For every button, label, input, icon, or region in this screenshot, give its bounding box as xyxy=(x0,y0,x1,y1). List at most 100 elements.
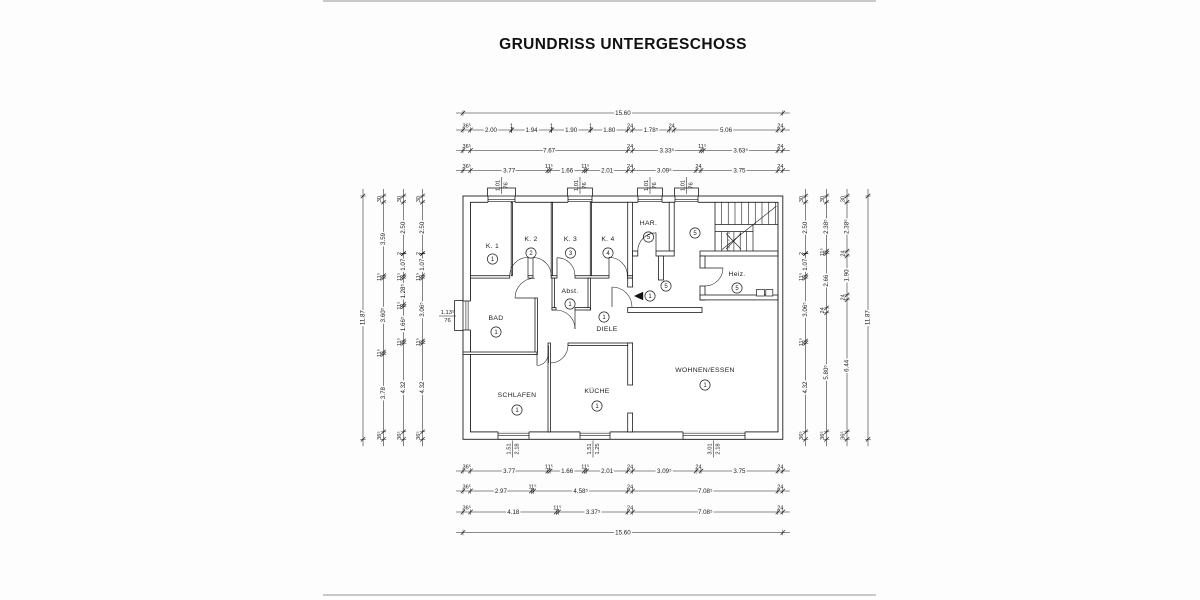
svg-text:1: 1 xyxy=(550,123,553,129)
svg-text:3.75: 3.75 xyxy=(733,468,746,475)
svg-text:2: 2 xyxy=(416,252,422,255)
svg-text:36⁵: 36⁵ xyxy=(462,163,471,170)
svg-text:1.01: 1.01 xyxy=(496,180,502,191)
svg-text:2: 2 xyxy=(799,252,805,255)
dim-bottom-overall: 15.60 xyxy=(456,528,790,538)
svg-text:2.18: 2.18 xyxy=(716,443,722,454)
svg-text:15.60: 15.60 xyxy=(615,110,631,117)
svg-text:1.90: 1.90 xyxy=(565,127,578,134)
svg-text:24: 24 xyxy=(777,484,783,490)
svg-text:30: 30 xyxy=(799,196,805,202)
svg-text:11⁵: 11⁵ xyxy=(545,163,553,170)
svg-text:1.28⁵: 1.28⁵ xyxy=(400,284,407,299)
svg-text:76: 76 xyxy=(652,182,658,188)
svg-text:6.44: 6.44 xyxy=(844,359,851,372)
svg-text:1.07: 1.07 xyxy=(419,258,426,271)
svg-text:30: 30 xyxy=(377,196,383,202)
walls xyxy=(462,195,784,440)
svg-text:1.25: 1.25 xyxy=(595,443,601,454)
svg-text:24: 24 xyxy=(820,307,826,313)
svg-text:Abst.: Abst. xyxy=(562,288,579,295)
svg-text:76: 76 xyxy=(689,182,695,188)
svg-text:K. 3: K. 3 xyxy=(564,236,577,243)
dim-left-overall: 11.87 xyxy=(358,189,368,447)
svg-text:24: 24 xyxy=(627,464,633,470)
svg-text:SCHLAFEN: SCHLAFEN xyxy=(498,392,537,399)
svg-text:1.07: 1.07 xyxy=(400,258,407,271)
svg-text:76: 76 xyxy=(504,182,510,188)
svg-text:BAD: BAD xyxy=(489,315,504,322)
svg-text:5: 5 xyxy=(735,286,739,292)
svg-text:36⁵: 36⁵ xyxy=(376,431,383,440)
svg-text:4.58⁵: 4.58⁵ xyxy=(573,488,588,495)
svg-text:1.80: 1.80 xyxy=(603,127,616,134)
svg-text:2.00: 2.00 xyxy=(485,127,498,134)
room-label-har: HAR. 5 xyxy=(640,220,657,243)
svg-text:11.87: 11.87 xyxy=(865,310,872,326)
svg-text:5: 5 xyxy=(664,284,668,290)
svg-text:30: 30 xyxy=(840,196,846,202)
svg-text:24: 24 xyxy=(840,294,846,300)
svg-text:1: 1 xyxy=(491,257,495,263)
svg-text:2: 2 xyxy=(529,251,533,257)
svg-text:3.60⁵: 3.60⁵ xyxy=(380,307,387,322)
svg-text:3.63⁵: 3.63⁵ xyxy=(733,148,748,155)
svg-text:24: 24 xyxy=(669,123,675,129)
svg-text:1.07: 1.07 xyxy=(802,258,809,271)
svg-text:36⁵: 36⁵ xyxy=(819,431,826,440)
svg-text:2.50: 2.50 xyxy=(419,221,426,234)
room-label-k3: K. 33 xyxy=(564,236,577,259)
svg-text:24: 24 xyxy=(627,164,633,170)
svg-text:2.50: 2.50 xyxy=(802,221,809,234)
svg-text:4.32: 4.32 xyxy=(400,381,407,394)
svg-text:11⁵: 11⁵ xyxy=(528,483,536,490)
svg-text:1.90: 1.90 xyxy=(844,269,851,282)
svg-text:11⁵: 11⁵ xyxy=(798,338,805,346)
svg-text:4.32: 4.32 xyxy=(419,381,426,394)
svg-text:11⁵: 11⁵ xyxy=(376,349,383,357)
svg-text:1: 1 xyxy=(568,302,572,308)
svg-text:1: 1 xyxy=(510,123,513,129)
svg-text:76: 76 xyxy=(582,182,588,188)
svg-text:11⁵: 11⁵ xyxy=(376,273,383,281)
sheet-edge-bottom xyxy=(323,594,876,596)
svg-text:KÜCHE: KÜCHE xyxy=(584,387,609,395)
svg-text:2.38⁵: 2.38⁵ xyxy=(823,219,830,234)
room-label-entry: 1 xyxy=(644,290,656,302)
svg-text:11⁵: 11⁵ xyxy=(396,338,403,346)
svg-text:HAR.: HAR. xyxy=(640,220,657,227)
svg-text:WOHNEN/ESSEN: WOHNEN/ESSEN xyxy=(675,367,735,374)
svg-text:36⁵: 36⁵ xyxy=(462,122,471,129)
room-label-bad: BAD 1 xyxy=(489,315,504,338)
svg-text:24: 24 xyxy=(777,144,783,150)
svg-text:K. 4: K. 4 xyxy=(601,236,614,243)
svg-text:K. 2: K. 2 xyxy=(524,236,537,243)
svg-text:36⁵: 36⁵ xyxy=(462,143,471,150)
svg-text:24: 24 xyxy=(840,250,846,256)
svg-text:1: 1 xyxy=(494,330,498,336)
svg-text:11⁵: 11⁵ xyxy=(415,338,422,346)
svg-text:36⁵: 36⁵ xyxy=(798,431,805,440)
doors xyxy=(509,232,724,366)
svg-text:15.60: 15.60 xyxy=(615,530,631,537)
svg-text:11⁵: 11⁵ xyxy=(698,143,706,150)
svg-text:DIELE: DIELE xyxy=(596,326,617,333)
svg-text:1.66⁵: 1.66⁵ xyxy=(400,316,407,331)
svg-text:3.09⁵: 3.09⁵ xyxy=(657,168,672,175)
svg-text:5: 5 xyxy=(647,235,651,241)
svg-text:11⁵: 11⁵ xyxy=(396,273,403,281)
svg-text:5.80⁵: 5.80⁵ xyxy=(823,365,830,380)
svg-text:4: 4 xyxy=(606,251,610,257)
room-label-k4: K. 4 4 xyxy=(601,236,614,259)
svg-text:5.06: 5.06 xyxy=(720,127,733,134)
entry-arrow xyxy=(634,291,644,301)
svg-text:36⁵: 36⁵ xyxy=(462,504,471,511)
